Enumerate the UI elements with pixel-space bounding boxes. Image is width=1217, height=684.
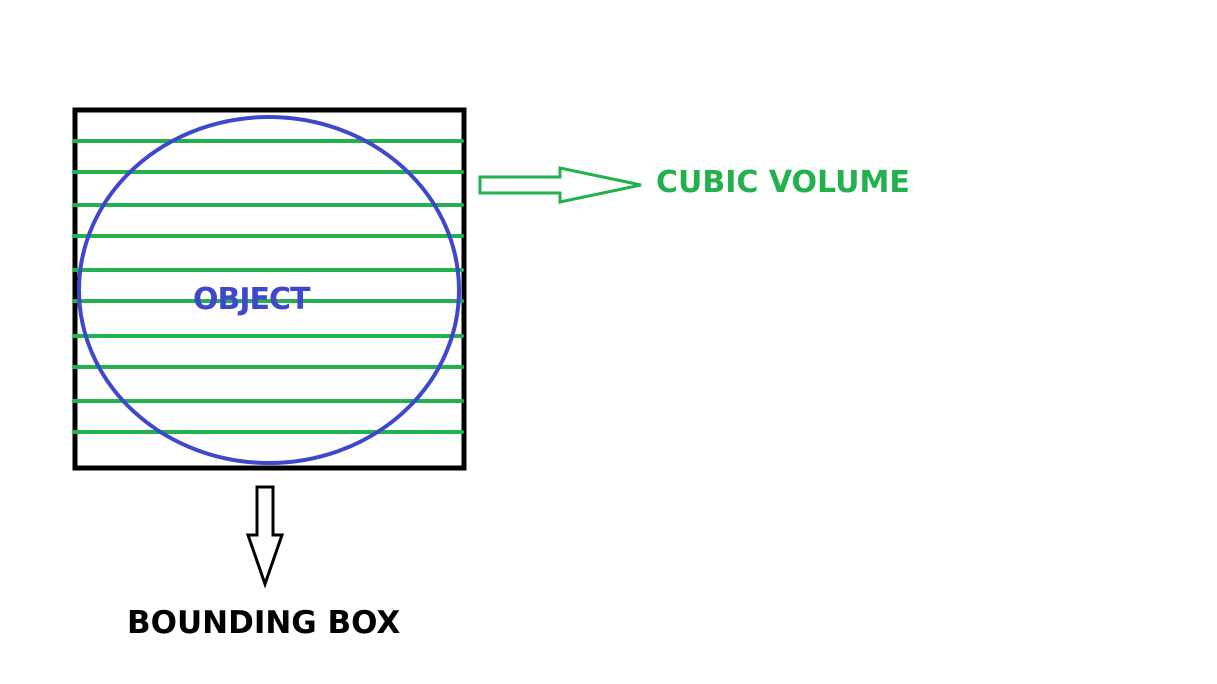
- volume-slices: [72, 139, 464, 434]
- bounding-box-rect: [72, 107, 467, 471]
- object-label: OBJECT: [193, 282, 311, 317]
- arrow-down-icon: [245, 485, 285, 589]
- bounding-box-label: BOUNDING BOX: [127, 605, 401, 641]
- cubic-volume-label: CUBIC VOLUME: [656, 165, 910, 200]
- object-circle: [77, 115, 461, 465]
- arrow-right-icon: [478, 166, 642, 204]
